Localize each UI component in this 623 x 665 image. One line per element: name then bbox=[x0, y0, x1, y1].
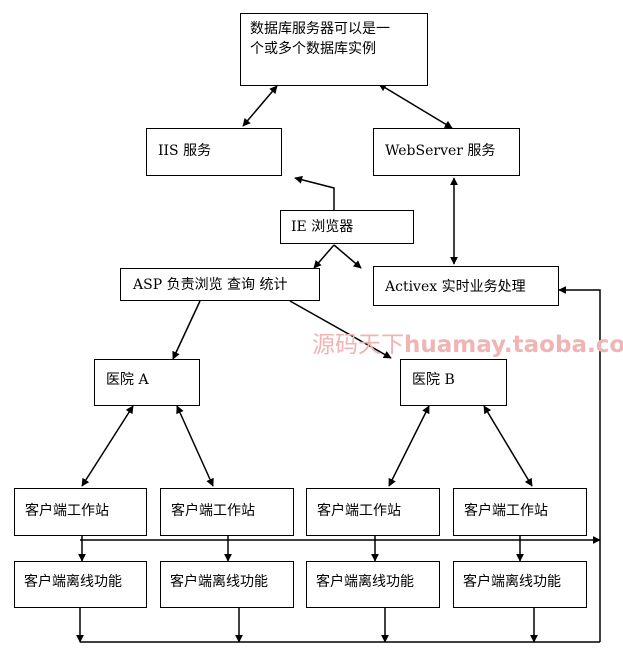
db-iis-link bbox=[242, 85, 278, 127]
offline-box-2: 客户端离线功能 bbox=[160, 561, 294, 608]
asp-box: ASP 负责浏览 查询 统计 bbox=[120, 268, 320, 301]
offline-label: 客户端离线功能 bbox=[24, 574, 122, 590]
workstation-label: 客户端工作站 bbox=[464, 503, 548, 519]
activex-box: Activex 实时业务处理 bbox=[373, 266, 559, 306]
activex-label: Activex 实时业务处理 bbox=[385, 279, 526, 295]
ie-to-activex-arrow bbox=[333, 244, 362, 269]
asp-to-hospital-b-arrow bbox=[289, 300, 392, 359]
offline-box-1: 客户端离线功能 bbox=[14, 561, 147, 608]
workstation-label: 客户端工作站 bbox=[25, 503, 109, 519]
ie-to-asp-arrow bbox=[313, 244, 335, 269]
asp-to-hospital-a-arrow bbox=[172, 300, 201, 360]
offline-box-4: 客户端离线功能 bbox=[453, 561, 587, 608]
db-server-label-line1: 数据库服务器可以是一 bbox=[250, 21, 390, 37]
ie-browser-box: IE 浏览器 bbox=[280, 210, 414, 244]
workstation-box-4: 客户端工作站 bbox=[453, 488, 587, 536]
offline-label: 客户端离线功能 bbox=[170, 574, 268, 590]
hospital-a-ws1-link bbox=[81, 405, 134, 487]
ie-to-iis-arrow bbox=[294, 175, 335, 210]
hospital-b-label: 医院 B bbox=[412, 372, 455, 388]
watermark-chinese: 源码天下 bbox=[312, 332, 404, 358]
workstation-label: 客户端工作站 bbox=[171, 503, 255, 519]
hospital-a-box: 医院 A bbox=[94, 359, 200, 406]
offline-box-3: 客户端离线功能 bbox=[306, 561, 440, 608]
workstation-box-2: 客户端工作站 bbox=[160, 488, 294, 536]
db-server-label-line2: 个或多个数据库实例 bbox=[250, 41, 376, 57]
webserver-service-label: WebServer 服务 bbox=[385, 143, 496, 159]
iis-service-box: IIS 服务 bbox=[146, 128, 282, 176]
workstation-box-1: 客户端工作站 bbox=[14, 488, 147, 536]
offline-label: 客户端离线功能 bbox=[463, 574, 561, 590]
hospital-b-ws3-link bbox=[388, 405, 430, 487]
hospital-a-ws2-link bbox=[176, 405, 214, 487]
return-loop-to-activex bbox=[558, 286, 601, 642]
offline-label: 客户端离线功能 bbox=[316, 574, 414, 590]
watermark-latin: huamay.taoba.co bbox=[404, 332, 623, 358]
db-server-box: 数据库服务器可以是一 个或多个数据库实例 bbox=[240, 13, 428, 86]
workstation-label: 客户端工作站 bbox=[317, 503, 401, 519]
ie-browser-label: IE 浏览器 bbox=[291, 219, 354, 235]
webserver-service-box: WebServer 服务 bbox=[373, 128, 520, 176]
hospital-b-ws4-link bbox=[483, 405, 533, 487]
workstation-box-3: 客户端工作站 bbox=[306, 488, 440, 536]
asp-label: ASP 负责浏览 查询 统计 bbox=[133, 277, 288, 293]
watermark: 源码天下huamay.taoba.co bbox=[312, 330, 623, 360]
hospital-a-label: 医院 A bbox=[106, 372, 149, 388]
iis-service-label: IIS 服务 bbox=[158, 143, 212, 159]
hospital-b-box: 医院 B bbox=[400, 359, 507, 406]
db-webserver-link bbox=[378, 83, 453, 129]
